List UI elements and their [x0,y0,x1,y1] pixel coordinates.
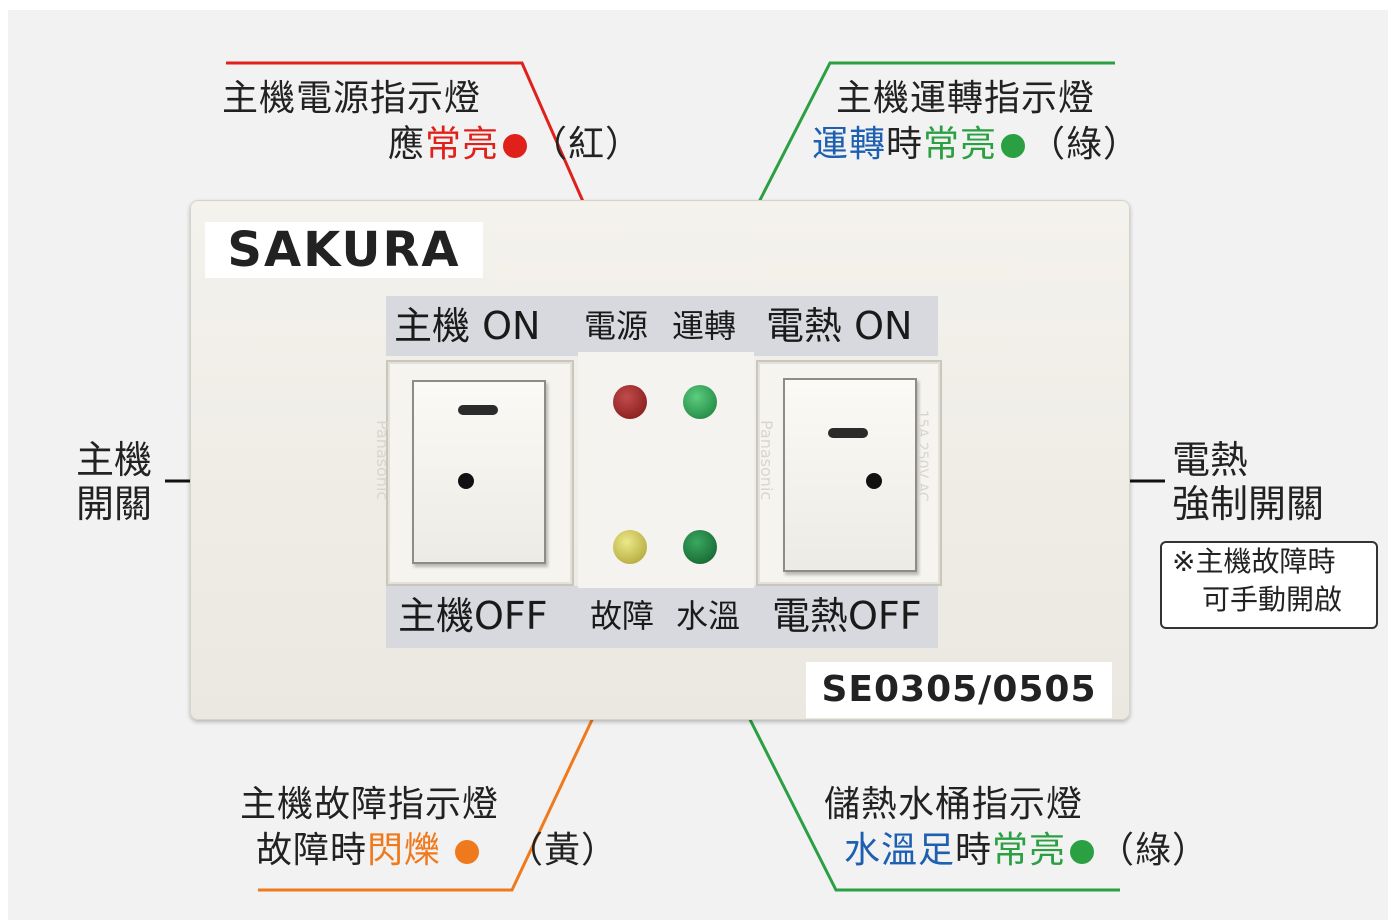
green-dot-icon [1001,134,1026,158]
tank-leader-line [716,655,1120,892]
power-state: 常亮 [425,124,500,165]
power-pre: 應 [388,124,426,165]
note-line2: 可手動開啟 [1202,583,1343,616]
run-callout-title: 主機運轉指示燈 [836,78,1096,119]
bottom-label-strip: 主機OFF 故障 水溫 電熱OFF [386,586,938,648]
label-run: 運轉 [672,307,737,345]
heat-switch-label: 電熱 強制開關 [1172,438,1324,526]
fault-callout: 主機故障指示燈 故障時閃爍 （黃） [240,782,618,874]
main-switch-label: 主機 開關 [76,438,152,526]
label-heat-on: 電熱 ON [766,304,913,348]
heat-switch-brand-mark: Panasonic [757,420,776,501]
run-state: 常亮 [923,124,998,165]
main-switch-anchor-dot [458,473,474,489]
heat-switch-anchor-dot [866,473,882,489]
label-water-temp: 水溫 [676,597,741,635]
model-number: SE0305/0505 [806,662,1112,718]
power-callout: 主機電源指示燈 應常亮 （紅） [222,76,642,168]
run-pre: 運轉 [812,124,887,165]
water-temp-led [683,530,717,564]
label-power: 電源 [584,307,649,345]
note-line1: ※主機故障時 [1172,545,1336,578]
tank-callout: 儲熱水桶指示燈 水溫足時常亮 （綠） [824,782,1209,874]
red-dot-icon [503,134,528,158]
override-note-box: ※主機故障時 可手動開啟 [1160,541,1378,629]
power-led [613,385,647,419]
heat-switch-indicator-slot [828,428,868,438]
indicator-panel [578,352,754,588]
power-callout-desc: 應常亮 （紅） [222,122,642,168]
power-callout-title: 主機電源指示燈 [222,78,482,119]
fault-pre: 故障時 [256,830,368,871]
tank-callout-title: 儲熱水桶指示燈 [824,784,1084,825]
tank-mid: 時 [955,830,993,871]
fault-callout-title: 主機故障指示燈 [240,784,500,825]
main-switch-label-line1: 主機 [76,438,153,482]
green-dot-icon-2 [1070,840,1095,864]
fault-led [613,530,647,564]
tank-color-label: （綠） [1098,830,1210,871]
fault-color-label: （黃） [507,830,619,871]
orange-dot-icon [455,840,480,864]
label-main-off: 主機OFF [398,594,548,638]
power-color-label: （紅） [531,124,643,165]
fault-callout-desc: 故障時閃爍 （黃） [240,828,618,874]
run-callout-desc: 運轉時常亮 （綠） [812,122,1140,168]
heat-override-switch[interactable] [783,378,917,572]
run-mid: 時 [886,124,924,165]
fault-state: 閃爍 [367,830,442,871]
brand-logo: SAKURA [205,222,483,278]
main-switch-brand-mark: Panasonic [373,420,392,501]
main-switch-label-line2: 開關 [76,482,153,526]
heat-switch-rating-mark: 15A 250V AC [914,410,930,502]
run-color-label: （綠） [1029,124,1141,165]
heat-switch-label-line2: 強制開關 [1172,482,1325,526]
label-heat-off: 電熱OFF [772,594,922,638]
run-led [683,385,717,419]
fault-leader-line [258,655,624,892]
label-main-on: 主機 ON [394,304,541,348]
tank-callout-desc: 水溫足時常亮 （綠） [824,828,1209,874]
top-label-strip: 主機 ON 電源 運轉 電熱 ON [386,296,938,356]
heat-switch-label-line1: 電熱 [1172,438,1249,482]
tank-state: 常亮 [992,830,1067,871]
tank-pre: 水溫足 [844,830,956,871]
main-switch-indicator-slot [458,405,498,415]
run-callout: 主機運轉指示燈 運轉時常亮 （綠） [812,76,1140,168]
label-fault: 故障 [590,597,655,635]
